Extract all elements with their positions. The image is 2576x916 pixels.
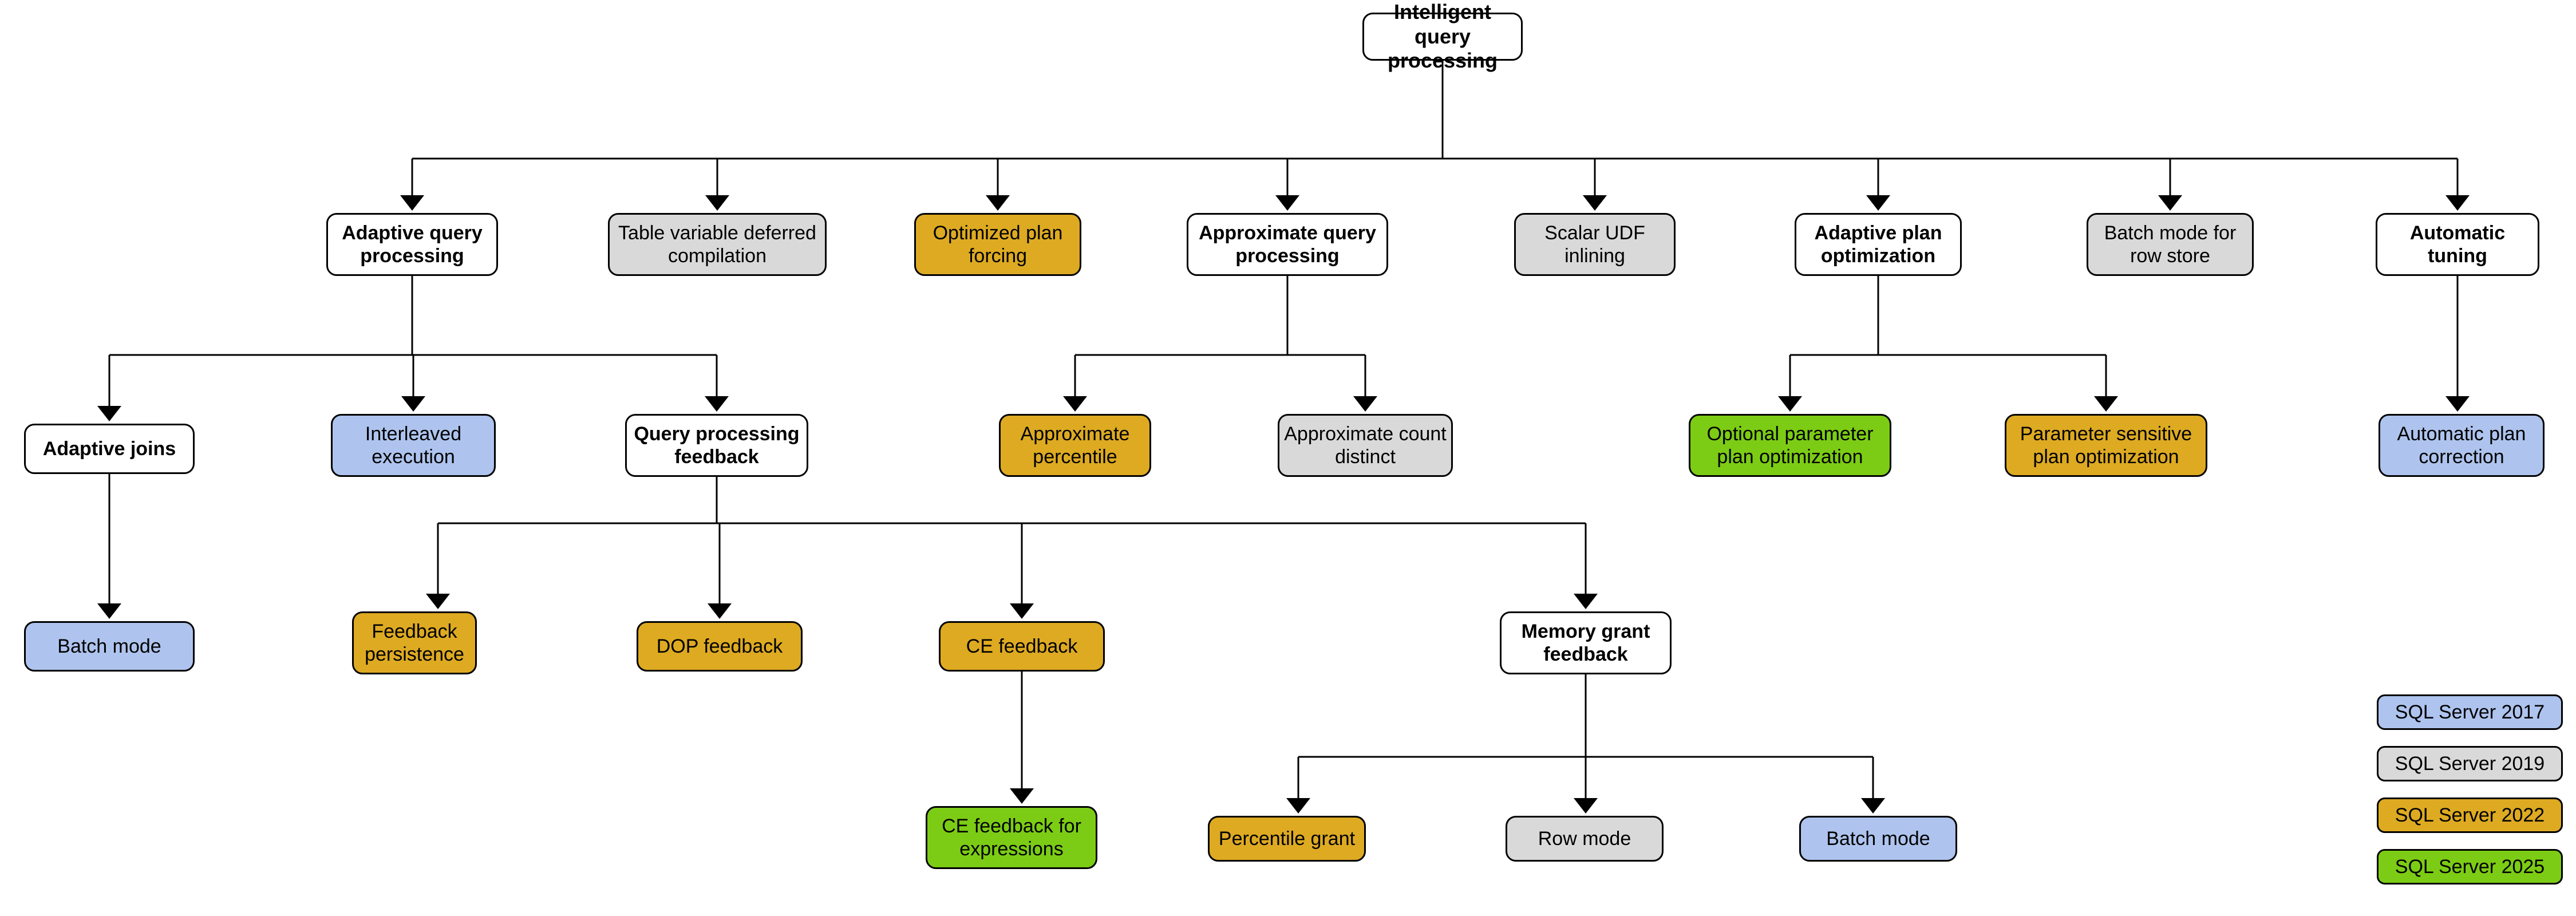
node-aqproc[interactable]: Approximate query processing bbox=[1187, 213, 1388, 276]
node-qpf[interactable]: Query processing feedback bbox=[625, 414, 808, 477]
legend-item-sql-server-2025: SQL Server 2025 bbox=[2377, 849, 2563, 885]
node-apo[interactable]: Adaptive plan optimization bbox=[1795, 213, 1962, 276]
node-fbpers[interactable]: Feedback persistence bbox=[352, 611, 477, 674]
node-cefb[interactable]: CE feedback bbox=[939, 621, 1105, 672]
legend-label: SQL Server 2025 bbox=[2395, 855, 2545, 878]
legend-item-sql-server-2019: SQL Server 2019 bbox=[2377, 746, 2563, 781]
node-label: Approximate percentile bbox=[1020, 423, 1130, 468]
node-aqp[interactable]: Adaptive query processing bbox=[326, 213, 498, 276]
node-mgf[interactable]: Memory grant feedback bbox=[1500, 611, 1672, 674]
legend-item-sql-server-2022: SQL Server 2022 bbox=[2377, 797, 2563, 833]
node-acdist[interactable]: Approximate count distinct bbox=[1278, 414, 1453, 477]
legend-label: SQL Server 2019 bbox=[2395, 752, 2545, 775]
node-oppo[interactable]: Optional parameter plan optimization bbox=[1689, 414, 1891, 477]
legend-label: SQL Server 2017 bbox=[2395, 701, 2545, 723]
node-cefbex[interactable]: CE feedback for expressions bbox=[926, 806, 1097, 869]
node-label: Parameter sensitive plan optimization bbox=[2020, 423, 2192, 468]
node-label: Batch mode bbox=[1826, 827, 1930, 850]
node-apct[interactable]: Approximate percentile bbox=[999, 414, 1151, 477]
node-label: Automatic plan correction bbox=[2397, 423, 2526, 468]
node-label: Batch mode bbox=[57, 635, 161, 657]
node-bmode2[interactable]: Batch mode bbox=[1799, 816, 1957, 862]
node-pgrant[interactable]: Percentile grant bbox=[1208, 816, 1366, 862]
node-label: Automatic tuning bbox=[2409, 222, 2506, 267]
node-label: DOP feedback bbox=[656, 635, 783, 657]
node-opf[interactable]: Optimized plan forcing bbox=[914, 213, 1081, 276]
node-sudf[interactable]: Scalar UDF inlining bbox=[1514, 213, 1676, 276]
node-root[interactable]: Intelligent query processing bbox=[1362, 0, 1523, 72]
node-label: Interleaved execution bbox=[365, 423, 462, 468]
node-label: Table variable deferred compilation bbox=[618, 222, 816, 267]
node-bmode1[interactable]: Batch mode bbox=[24, 621, 195, 672]
node-label: Scalar UDF inlining bbox=[1544, 222, 1645, 267]
node-ajoins[interactable]: Adaptive joins bbox=[24, 424, 195, 474]
node-pspo[interactable]: Parameter sensitive plan optimization bbox=[2005, 414, 2207, 477]
node-label: Percentile grant bbox=[1218, 827, 1356, 850]
node-label: Query processing feedback bbox=[634, 423, 800, 468]
node-label: Adaptive joins bbox=[42, 437, 176, 460]
node-label: Approximate count distinct bbox=[1284, 423, 1447, 468]
legend-label: SQL Server 2022 bbox=[2395, 804, 2545, 826]
node-label: Feedback persistence bbox=[365, 620, 464, 665]
node-bmrs[interactable]: Batch mode for row store bbox=[2087, 213, 2254, 276]
node-label: Intelligent query processing bbox=[1387, 0, 1498, 73]
node-label: CE feedback bbox=[966, 635, 1078, 657]
node-label: Approximate query processing bbox=[1199, 222, 1376, 267]
node-label: Row mode bbox=[1538, 827, 1631, 850]
node-rmode[interactable]: Row mode bbox=[1506, 816, 1664, 862]
node-autotune[interactable]: Automatic tuning bbox=[2376, 213, 2539, 276]
node-apcorr[interactable]: Automatic plan correction bbox=[2379, 414, 2545, 477]
legend-item-sql-server-2017: SQL Server 2017 bbox=[2377, 694, 2563, 730]
node-ilexec[interactable]: Interleaved execution bbox=[331, 414, 496, 477]
node-dopfb[interactable]: DOP feedback bbox=[637, 621, 803, 672]
node-label: Optimized plan forcing bbox=[933, 222, 1063, 267]
node-label: Batch mode for row store bbox=[2104, 222, 2237, 267]
node-label: Optional parameter plan optimization bbox=[1706, 423, 1874, 468]
node-tvdc[interactable]: Table variable deferred compilation bbox=[608, 213, 827, 276]
node-label: Memory grant feedback bbox=[1521, 620, 1650, 665]
node-label: Adaptive query processing bbox=[342, 222, 483, 267]
node-label: CE feedback for expressions bbox=[942, 815, 1081, 860]
node-label: Adaptive plan optimization bbox=[1814, 222, 1942, 267]
